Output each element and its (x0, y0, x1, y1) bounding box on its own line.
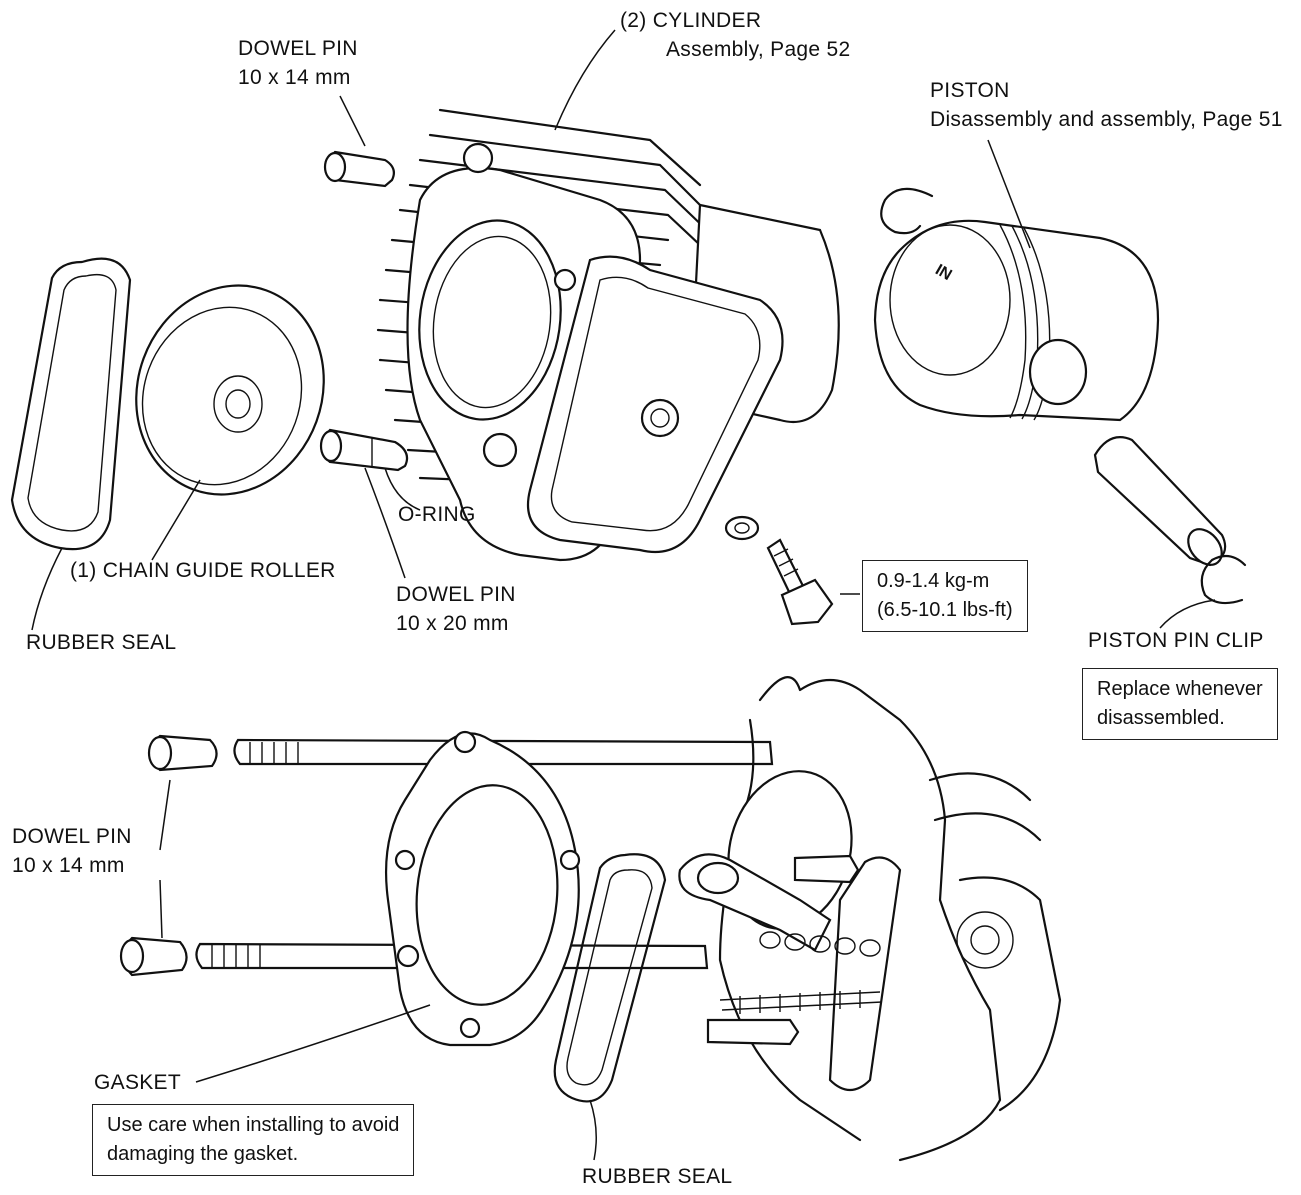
note-line: disassembled. (1097, 707, 1225, 729)
label-gasket: GASKET (94, 1068, 181, 1097)
label-line: RUBBER SEAL (26, 631, 177, 654)
label-line: 10 x 14 mm (12, 854, 125, 877)
label-line: Disassembly and assembly, Page 51 (930, 108, 1283, 131)
label-line: DOWEL PIN (238, 37, 358, 60)
label-piston-pin-clip: PISTON PIN CLIP (1088, 626, 1264, 655)
crankcase (678, 676, 1062, 1162)
label-chain-guide-roller: (1) CHAIN GUIDE ROLLER (70, 556, 336, 585)
label-dowel-pin-top: DOWEL PIN 10 x 14 mm (238, 34, 358, 92)
torque-kgm: 0.9-1.4 kg-m (877, 570, 990, 592)
rubber-seal-bottom (553, 853, 667, 1103)
label-rubber-seal-bottom: RUBBER SEAL (582, 1162, 732, 1191)
rubber-seal-left (10, 257, 132, 551)
chain-guide-roller (135, 284, 325, 496)
note-line: Replace whenever (1097, 678, 1263, 700)
note-line: damaging the gasket. (107, 1143, 299, 1165)
label-line: RUBBER SEAL (582, 1165, 733, 1188)
label-line: O-RING (398, 503, 476, 526)
label-line: GASKET (94, 1071, 181, 1094)
label-line: Assembly, Page 52 (666, 38, 851, 61)
label-line: DOWEL PIN (12, 825, 132, 848)
torque-spec-box: 0.9-1.4 kg-m (6.5-10.1 lbs-ft) (862, 560, 1028, 632)
torque-lbsft: (6.5-10.1 lbs-ft) (877, 599, 1013, 621)
piston-pin (1093, 436, 1227, 567)
bolt-and-washer (724, 515, 834, 626)
label-piston: PISTON Disassembly and assembly, Page 51 (930, 76, 1283, 134)
label-line: DOWEL PIN (396, 583, 516, 606)
label-o-ring: O-RING (398, 500, 476, 529)
gasket-care-note: Use care when installing to avoid damagi… (92, 1104, 415, 1176)
piston: IN (873, 219, 1160, 422)
clip-replace-note: Replace whenever disassembled. (1082, 668, 1278, 740)
label-line: PISTON PIN CLIP (1088, 629, 1264, 652)
label-dowel-pin-bottom: DOWEL PIN 10 x 14 mm (12, 822, 132, 880)
label-line: 10 x 20 mm (396, 612, 509, 635)
label-line: (2) CYLINDER (620, 9, 762, 32)
dowel-pin-top (323, 150, 395, 188)
note-line: Use care when installing to avoid (107, 1114, 400, 1136)
dowel-pin-bottom-lower (119, 936, 188, 977)
piston-marking: IN (932, 261, 954, 284)
label-cylinder: (2) CYLINDER Assembly, Page 52 (620, 6, 850, 64)
label-dowel-pin-mid: DOWEL PIN 10 x 20 mm (396, 580, 516, 638)
dowel-pin-bottom-upper (147, 734, 218, 772)
label-rubber-seal-left: RUBBER SEAL (26, 628, 176, 657)
leader-lines (31, 29, 1216, 1161)
label-line: (1) CHAIN GUIDE ROLLER (70, 559, 336, 582)
gasket (384, 730, 581, 1047)
label-line: 10 x 14 mm (238, 66, 351, 89)
label-line: PISTON (930, 79, 1010, 102)
piston-pin-clip-lower (1200, 554, 1247, 605)
dowel-pin-mid (319, 428, 409, 472)
piston-pin-clip-upper (880, 187, 934, 235)
cylinder-block (376, 108, 840, 562)
